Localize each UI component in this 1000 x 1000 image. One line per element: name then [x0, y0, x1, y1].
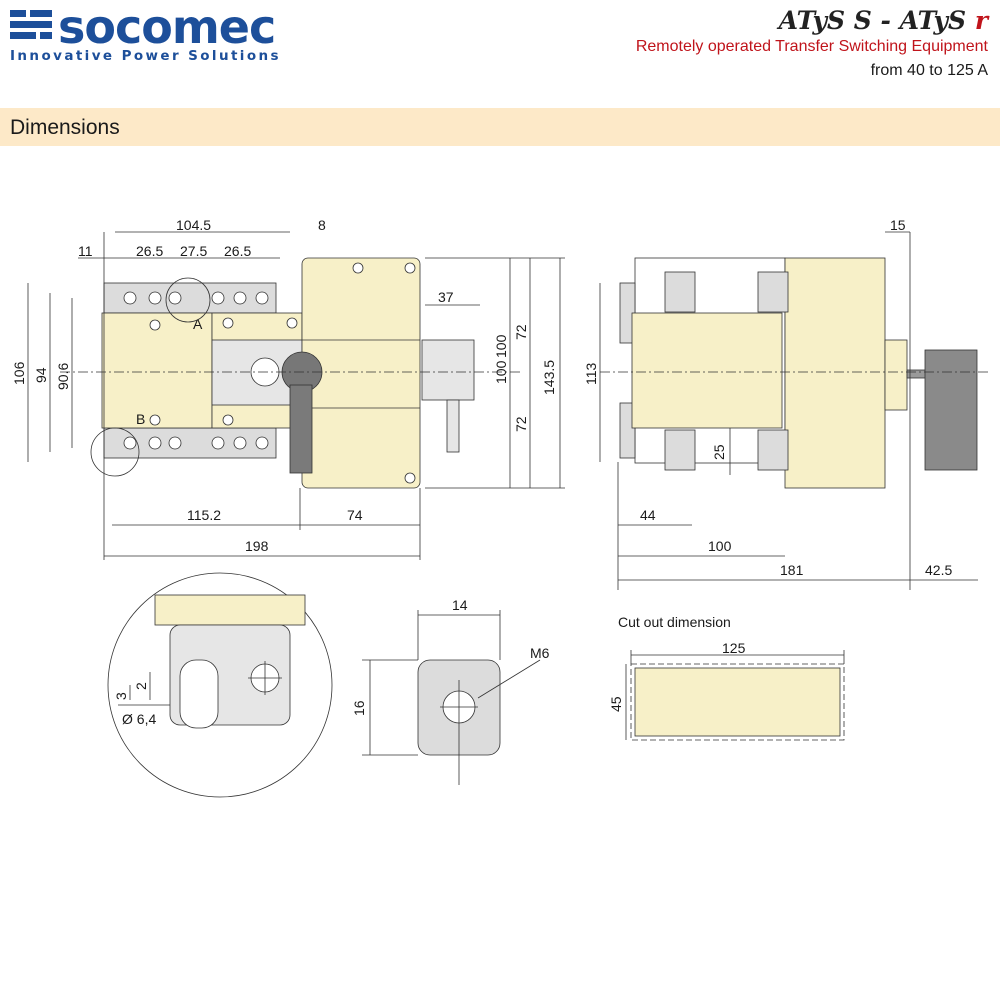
- dim-27-5: 27.5: [180, 243, 207, 259]
- dim-26-5-left: 26.5: [136, 243, 163, 259]
- dim-94: 94: [33, 367, 49, 383]
- dim-72-bottom: 72: [513, 416, 529, 432]
- side-motor-unit: [784, 257, 886, 489]
- side-handle: [924, 349, 978, 471]
- operating-handle: [289, 384, 313, 474]
- cutout-title: Cut out dimension: [618, 614, 731, 630]
- switch-body-left: [101, 312, 213, 429]
- side-body: [631, 312, 783, 429]
- product-subtitle: Remotely operated Transfer Switching Equ…: [635, 38, 988, 55]
- dim-100-side: 100: [708, 538, 732, 554]
- section-title: Dimensions: [10, 116, 120, 139]
- auxiliary-contact: [421, 339, 475, 401]
- dim-14: 14: [452, 597, 468, 613]
- dim-113: 113: [583, 362, 599, 385]
- dim-16: 16: [351, 700, 367, 716]
- dim-143-5: 143.5: [541, 360, 557, 395]
- dim-104-5: 104.5: [176, 217, 211, 233]
- marker-a: A: [193, 316, 203, 332]
- product-title: ATyS S - ATyS r: [779, 6, 988, 35]
- detail-view: [107, 572, 333, 798]
- product-title-main: ATyS S - ATyS: [778, 6, 967, 35]
- marker-b: B: [136, 411, 145, 427]
- dim-37: 37: [438, 289, 454, 305]
- logo-mark-icon: [10, 10, 52, 39]
- dim-45: 45: [608, 696, 624, 712]
- dim-100-b: 100: [493, 334, 509, 358]
- thread-label: M6: [530, 645, 550, 661]
- dim-15: 15: [890, 217, 906, 233]
- dim-26-5-right: 26.5: [224, 243, 251, 259]
- brand-name: socomec: [58, 0, 276, 54]
- dim-115-2: 115.2: [187, 507, 221, 523]
- dim-3: 3: [113, 692, 129, 700]
- product-title-suffix: r: [974, 6, 988, 35]
- dim-2: 2: [133, 682, 149, 690]
- dim-90-6: 90.6: [55, 363, 71, 390]
- dim-198: 198: [245, 538, 269, 554]
- shaft-view: [362, 610, 541, 785]
- dim-72-top: 72: [513, 324, 529, 340]
- section-header: Dimensions: [0, 108, 1000, 146]
- brand-tagline: Innovative Power Solutions: [10, 48, 281, 64]
- header: socomec Innovative Power Solutions ATyS …: [0, 0, 1000, 100]
- dim-8: 8: [318, 217, 326, 233]
- dim-44: 44: [640, 507, 656, 523]
- detail-circle: [107, 572, 333, 798]
- dim-74: 74: [347, 507, 363, 523]
- dim-hole-diameter: Ø 6,4: [122, 711, 156, 727]
- dim-106: 106: [11, 361, 27, 385]
- socomec-logo: [10, 8, 54, 53]
- cutout-view: [625, 650, 845, 741]
- product-range: from 40 to 125 A: [870, 62, 988, 79]
- side-view: [599, 231, 990, 590]
- front-view: [27, 231, 565, 560]
- dim-100-a: 100: [493, 360, 509, 384]
- cutout-shape: [634, 667, 841, 737]
- dim-25: 25: [711, 444, 727, 460]
- dim-11: 11: [78, 243, 93, 259]
- dim-42-5: 42.5: [925, 562, 952, 578]
- dim-125: 125: [722, 640, 746, 656]
- dim-181: 181: [780, 562, 804, 578]
